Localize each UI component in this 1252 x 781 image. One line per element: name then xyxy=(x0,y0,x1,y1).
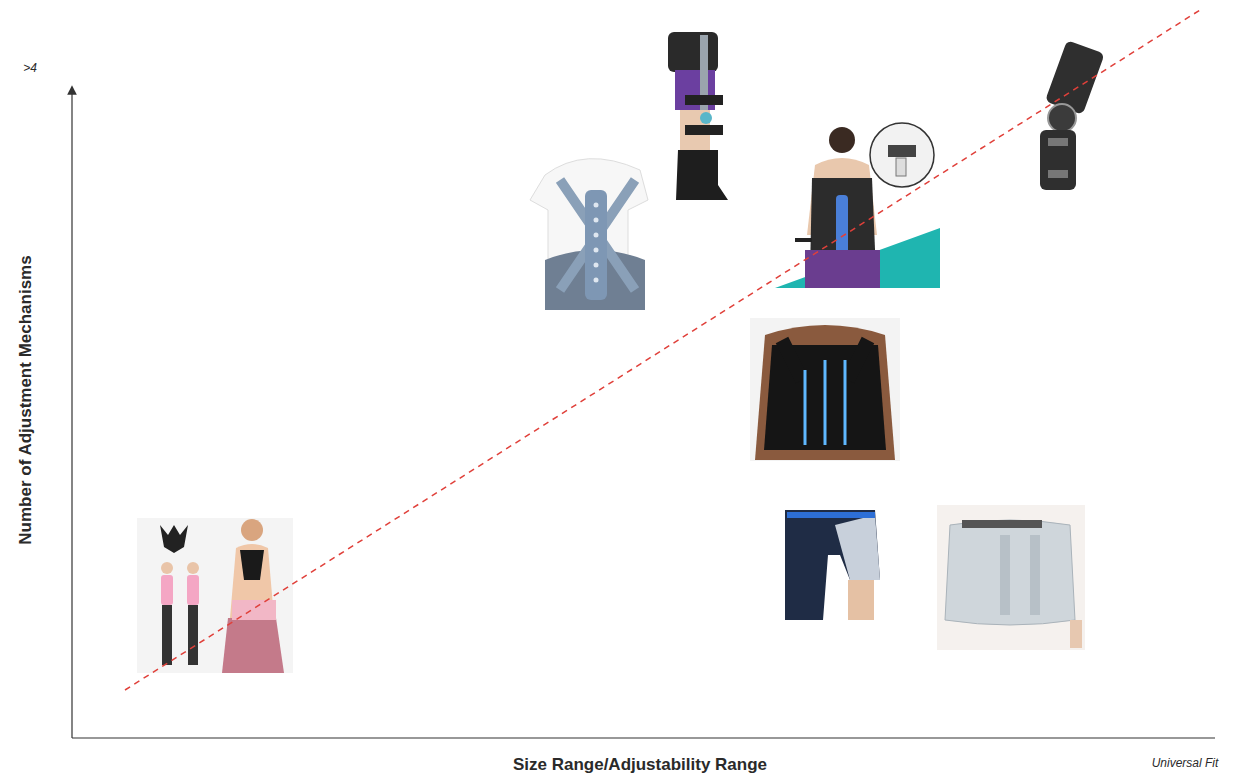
back-brace-photo xyxy=(530,159,648,310)
x-axis xyxy=(72,737,1215,738)
leg-brace-photo xyxy=(668,32,728,200)
y-axis xyxy=(71,90,72,738)
posture-corrector-photo xyxy=(137,518,293,673)
axis-max-label: >4 xyxy=(23,61,37,75)
trend-line xyxy=(125,10,1200,690)
lumbar-belt-photo xyxy=(937,505,1085,650)
hip-support-photo xyxy=(785,510,880,620)
x-axis-title: Size Range/Adjustability Range xyxy=(513,755,767,775)
axis-end-label: Universal Fit xyxy=(1152,756,1219,770)
spinal-brace-photo xyxy=(775,123,940,288)
black-back-brace-photo xyxy=(750,318,900,461)
y-axis-title: Number of Adjustment Mechanisms xyxy=(16,255,36,544)
knee-brace-photo xyxy=(1040,40,1105,190)
